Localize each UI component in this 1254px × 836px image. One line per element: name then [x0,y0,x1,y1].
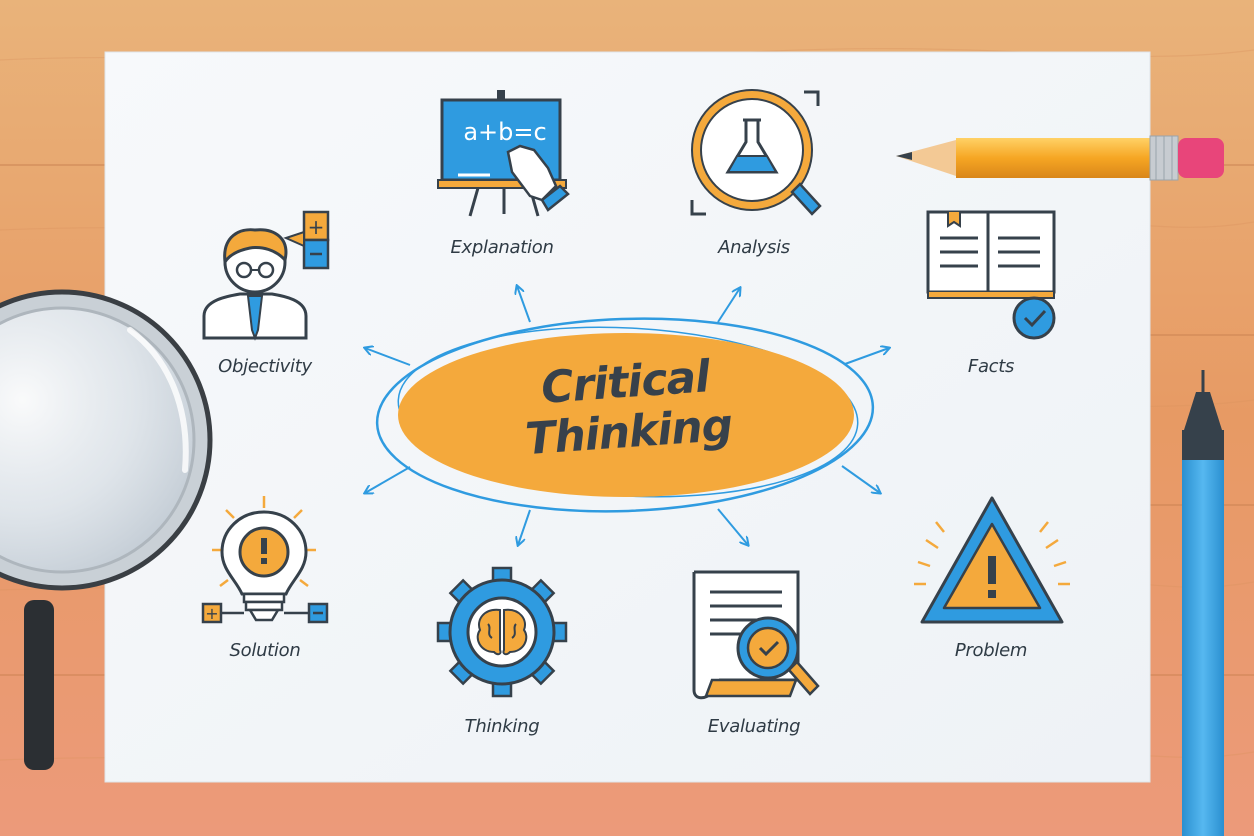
gear-brain-icon [436,566,568,698]
center-title: Critical Thinking [520,351,734,465]
label-thinking: Thinking [464,716,540,737]
label-explanation: Explanation [450,237,554,258]
label-analysis: Analysis [718,237,790,258]
connector-arrows [365,286,889,545]
pen-prop [1182,370,1224,836]
chalkboard-icon: a+b=c [437,90,570,217]
person-icon: + [202,210,330,341]
pencil-prop [896,135,1224,181]
label-solution: Solution [229,640,301,661]
label-problem: Problem [954,640,1028,661]
lightbulb-icon: + [201,496,329,624]
book-check-icon [926,210,1056,340]
label-objectivity: Objectivity [218,356,312,377]
board-formula: a+b=c [463,118,546,146]
svg-text:+: + [205,604,218,623]
label-facts: Facts [967,356,1015,377]
warning-triangle-icon [914,496,1070,624]
document-review-icon [692,570,820,700]
magnifying-glass-prop [0,289,213,770]
center-node [375,317,875,513]
flask-magnifier-icon [690,89,822,216]
label-evaluating: Evaluating [707,716,801,737]
svg-text:+: + [308,215,325,239]
